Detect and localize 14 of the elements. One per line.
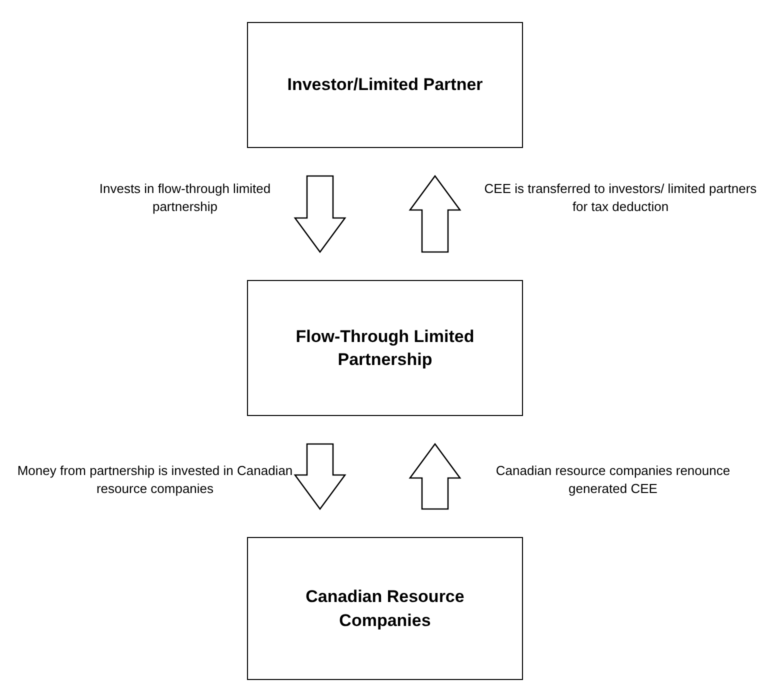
box-title: Canadian Resource Companies — [304, 586, 466, 632]
edge-label: Canadian resource companies renounce generated CEE — [494, 462, 732, 498]
box-title: Investor/Limited Partner — [287, 74, 483, 96]
edge-label: CEE is transferred to investors/ limited partners for tax deduction — [483, 180, 758, 216]
block-arrow — [294, 175, 346, 254]
box-title: Flow-Through Limited Partnership — [294, 326, 476, 371]
process-box — [247, 280, 523, 416]
block-arrow — [294, 443, 346, 510]
process-box — [247, 537, 523, 680]
block-arrow — [408, 174, 462, 253]
edge-label: Invests in flow-through limited partnership — [98, 180, 272, 216]
edge-label: Money from partnership is invested in Canadian resource companies — [16, 462, 294, 498]
process-box — [247, 22, 523, 148]
block-arrow — [408, 442, 462, 510]
